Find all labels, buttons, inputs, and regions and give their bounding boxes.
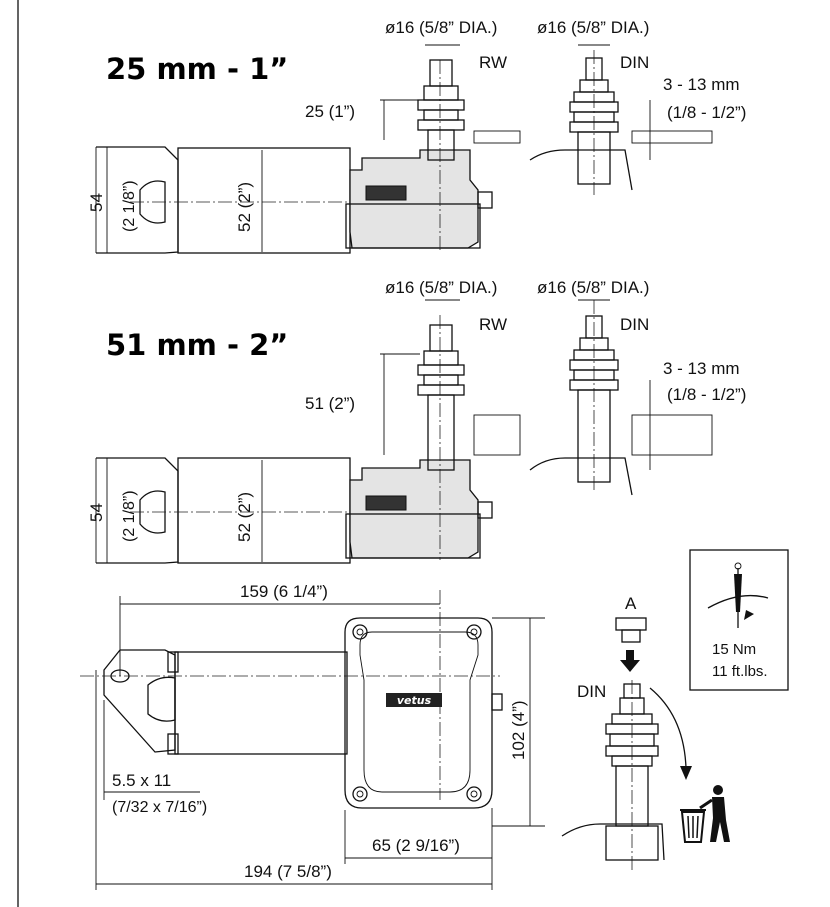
shaft-dia-din-25mm: ø16 (5/8” DIA.) [537,18,649,37]
shaft-length-51mm: 51 (2”) [305,394,355,413]
height-inner-51mm: 52 (2”) [235,492,254,542]
rw-label-25mm: RW [479,53,507,72]
torque-nm: 15 Nm [712,641,756,658]
brand-logo-text: vetus [397,694,432,707]
height-inner-25mm: 52 (2”) [235,182,254,232]
plan-view: vetus 159 (6 1/4”) 5.5 x 11 (7/32 x 7/16… [80,582,545,890]
deck-range-mm-51mm: 3 - 13 mm [663,359,740,378]
arrow-down-icon [620,660,640,672]
overall-length-dimension: 194 (7 5/8”) [244,862,332,881]
section-51mm: 51 mm - 2” [87,278,746,564]
motor-side-view-25mm [95,59,493,254]
din-label-51mm: DIN [620,315,649,334]
curved-arrow-icon [680,766,692,780]
rw-label-51mm: RW [479,315,507,334]
deck-range-in-51mm: (1/8 - 1/2”) [667,385,746,404]
height-outer-in-51mm: (2 1/8”) [121,490,138,542]
deck-range-mm-25mm: 3 - 13 mm [663,75,740,94]
wrench-icon [734,574,742,612]
motor-side-view-51mm [95,315,493,564]
deck-hatch-51mm [473,414,713,456]
din-shaft-25mm [529,50,633,195]
deck-hatch-25mm [473,130,713,144]
section-25mm: 25 mm - 1” [87,18,746,254]
width-dimension: 102 (4”) [509,700,528,760]
vetus-logo [386,693,442,707]
shaft-dia-din-51mm: ø16 (5/8” DIA.) [537,278,649,297]
shaft-dia-rw-25mm: ø16 (5/8” DIA.) [385,18,497,37]
mount-spacing-dimension: 65 (2 9/16”) [372,836,460,855]
length-motor: 159 (6 1/4”) [240,582,328,601]
torque-box: 15 Nm 11 ft.lbs. [689,549,789,691]
din-label-25mm: DIN [620,53,649,72]
cap-label: A [625,594,637,613]
din-shaft-51mm [529,300,633,496]
height-outer-25mm: 54 [87,193,106,212]
deck-range-in-25mm: (1/8 - 1/2”) [667,103,746,122]
shaft-dia-rw-51mm: ø16 (5/8” DIA.) [385,278,497,297]
slot-size-in: (7/32 x 7/16”) [112,799,207,816]
slot-size-mm: 5.5 x 11 [112,771,171,790]
section-title-25mm: 25 mm - 1” [106,52,288,86]
height-outer-51mm: 54 [87,503,106,522]
install-detail: A DIN [561,549,789,870]
torque-ftlbs: 11 ft.lbs. [712,663,768,680]
install-din-label: DIN [577,682,606,701]
dispose-trash-icon [680,785,730,843]
height-outer-in-25mm: (2 1/8”) [121,180,138,232]
shaft-length-25mm: 25 (1”) [305,102,355,121]
section-title-51mm: 51 mm - 2” [106,328,288,362]
